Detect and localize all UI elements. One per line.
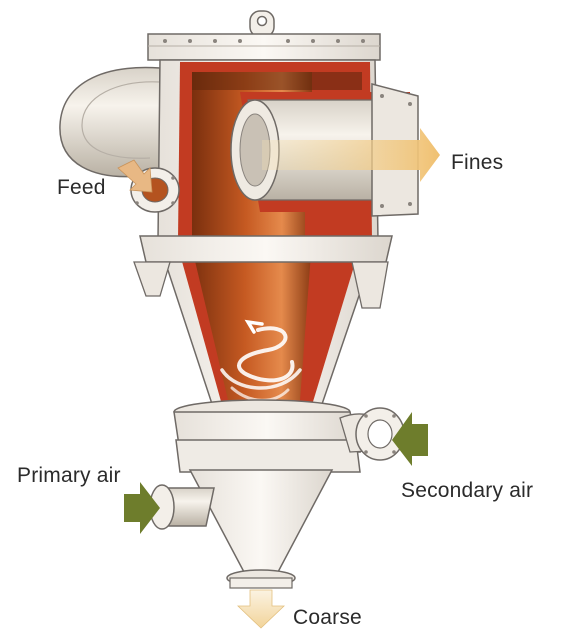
fines-label: Fines xyxy=(451,151,504,174)
coarse-label: Coarse xyxy=(293,606,362,629)
top-flange xyxy=(147,33,381,61)
primary-air-label: Primary air xyxy=(17,464,121,487)
feed-scroll-housing xyxy=(59,66,161,178)
primary-air-arrow xyxy=(124,482,160,534)
secondary-air-arrow xyxy=(392,412,428,466)
feed-arrow xyxy=(117,159,153,193)
coarse-discharge-cone xyxy=(188,469,334,589)
secondary-air-label: Secondary air xyxy=(401,479,534,502)
classifier-cone xyxy=(133,235,393,411)
air-ring-chamber xyxy=(173,399,389,473)
secondary-air-inlet xyxy=(355,407,405,461)
fines-arrow xyxy=(262,128,440,182)
lifting-eye xyxy=(249,10,275,38)
feed-label: Feed xyxy=(57,176,106,199)
primary-air-inlet xyxy=(149,484,215,530)
coarse-arrow xyxy=(237,589,285,629)
